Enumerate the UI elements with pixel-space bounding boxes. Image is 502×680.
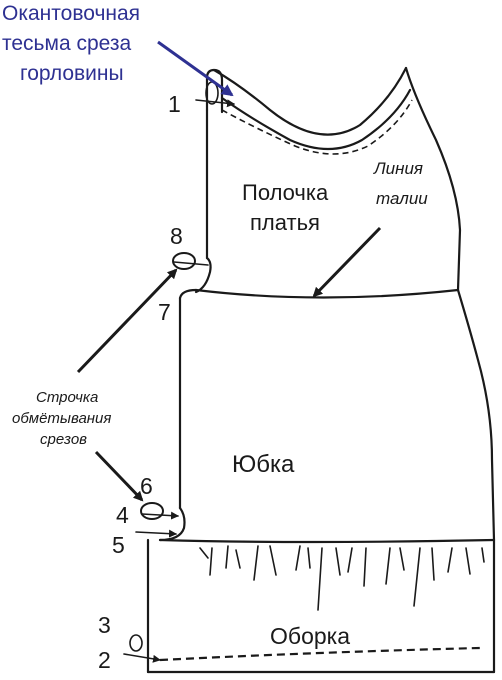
bodice-side-seam — [404, 66, 462, 292]
skirt-label: Юбка — [232, 451, 295, 478]
marker-circle-waist — [172, 252, 196, 270]
marker-line-waist — [173, 261, 209, 266]
marker-number-2: 2 — [98, 647, 111, 673]
binding-tape-label-line1: Окантовочная — [2, 2, 140, 25]
bodice-label-line2: платья — [250, 210, 320, 235]
frill-gathers — [199, 545, 485, 611]
marker-arrow-2 — [123, 653, 161, 663]
skirt-hem-fold — [158, 506, 186, 542]
bodice-waist-fold — [194, 256, 212, 294]
binding-tape-arrow — [157, 40, 234, 97]
overlock-arrow-lower — [94, 450, 144, 502]
bodice-piece — [194, 66, 462, 299]
marker-number-5: 5 — [112, 532, 125, 558]
skirt-hem-seam — [158, 538, 496, 544]
overlock-arrow-upper — [76, 268, 178, 374]
marker-line-4 — [141, 511, 179, 520]
marker-number-1: 1 — [168, 91, 181, 117]
bodice-label-line1: Полочка — [242, 180, 329, 205]
marker-circle-hem — [140, 502, 164, 520]
marker-number-4: 4 — [116, 502, 129, 528]
waistline-label-line1: Линия — [373, 159, 423, 178]
neckline-binding-stitch — [221, 99, 413, 155]
skirt-piece — [158, 288, 496, 544]
skirt-right-edge — [456, 288, 496, 542]
neckline-fold — [205, 68, 224, 114]
frill-hem-stitch — [159, 646, 481, 662]
waist-seam — [194, 288, 460, 299]
overlock-label-line1: Строчка — [36, 389, 98, 406]
waistline-label-line2: талии — [376, 189, 428, 208]
neckline-edge-outer — [212, 66, 408, 136]
marker-circle-frill — [129, 634, 143, 652]
binding-tape-label-line3: горловины — [20, 62, 124, 85]
frill-piece — [146, 538, 496, 674]
marker-number-8: 8 — [170, 223, 183, 249]
marker-arrow-1 — [195, 99, 235, 108]
frill-label: Оборка — [270, 623, 350, 649]
marker-number-3: 3 — [98, 612, 111, 638]
overlock-label-line3: срезов — [40, 431, 87, 448]
marker-number-6: 6 — [140, 473, 153, 499]
waistline-arrow — [312, 226, 382, 298]
neckline-edge-inner — [220, 88, 412, 150]
marker-line-5 — [135, 529, 177, 538]
skirt-waist-fold — [178, 288, 198, 300]
marker-number-7: 7 — [158, 299, 171, 325]
overlock-label-line2: обмётывания — [12, 410, 111, 427]
binding-tape-label-line2: тесьма среза — [2, 32, 131, 55]
